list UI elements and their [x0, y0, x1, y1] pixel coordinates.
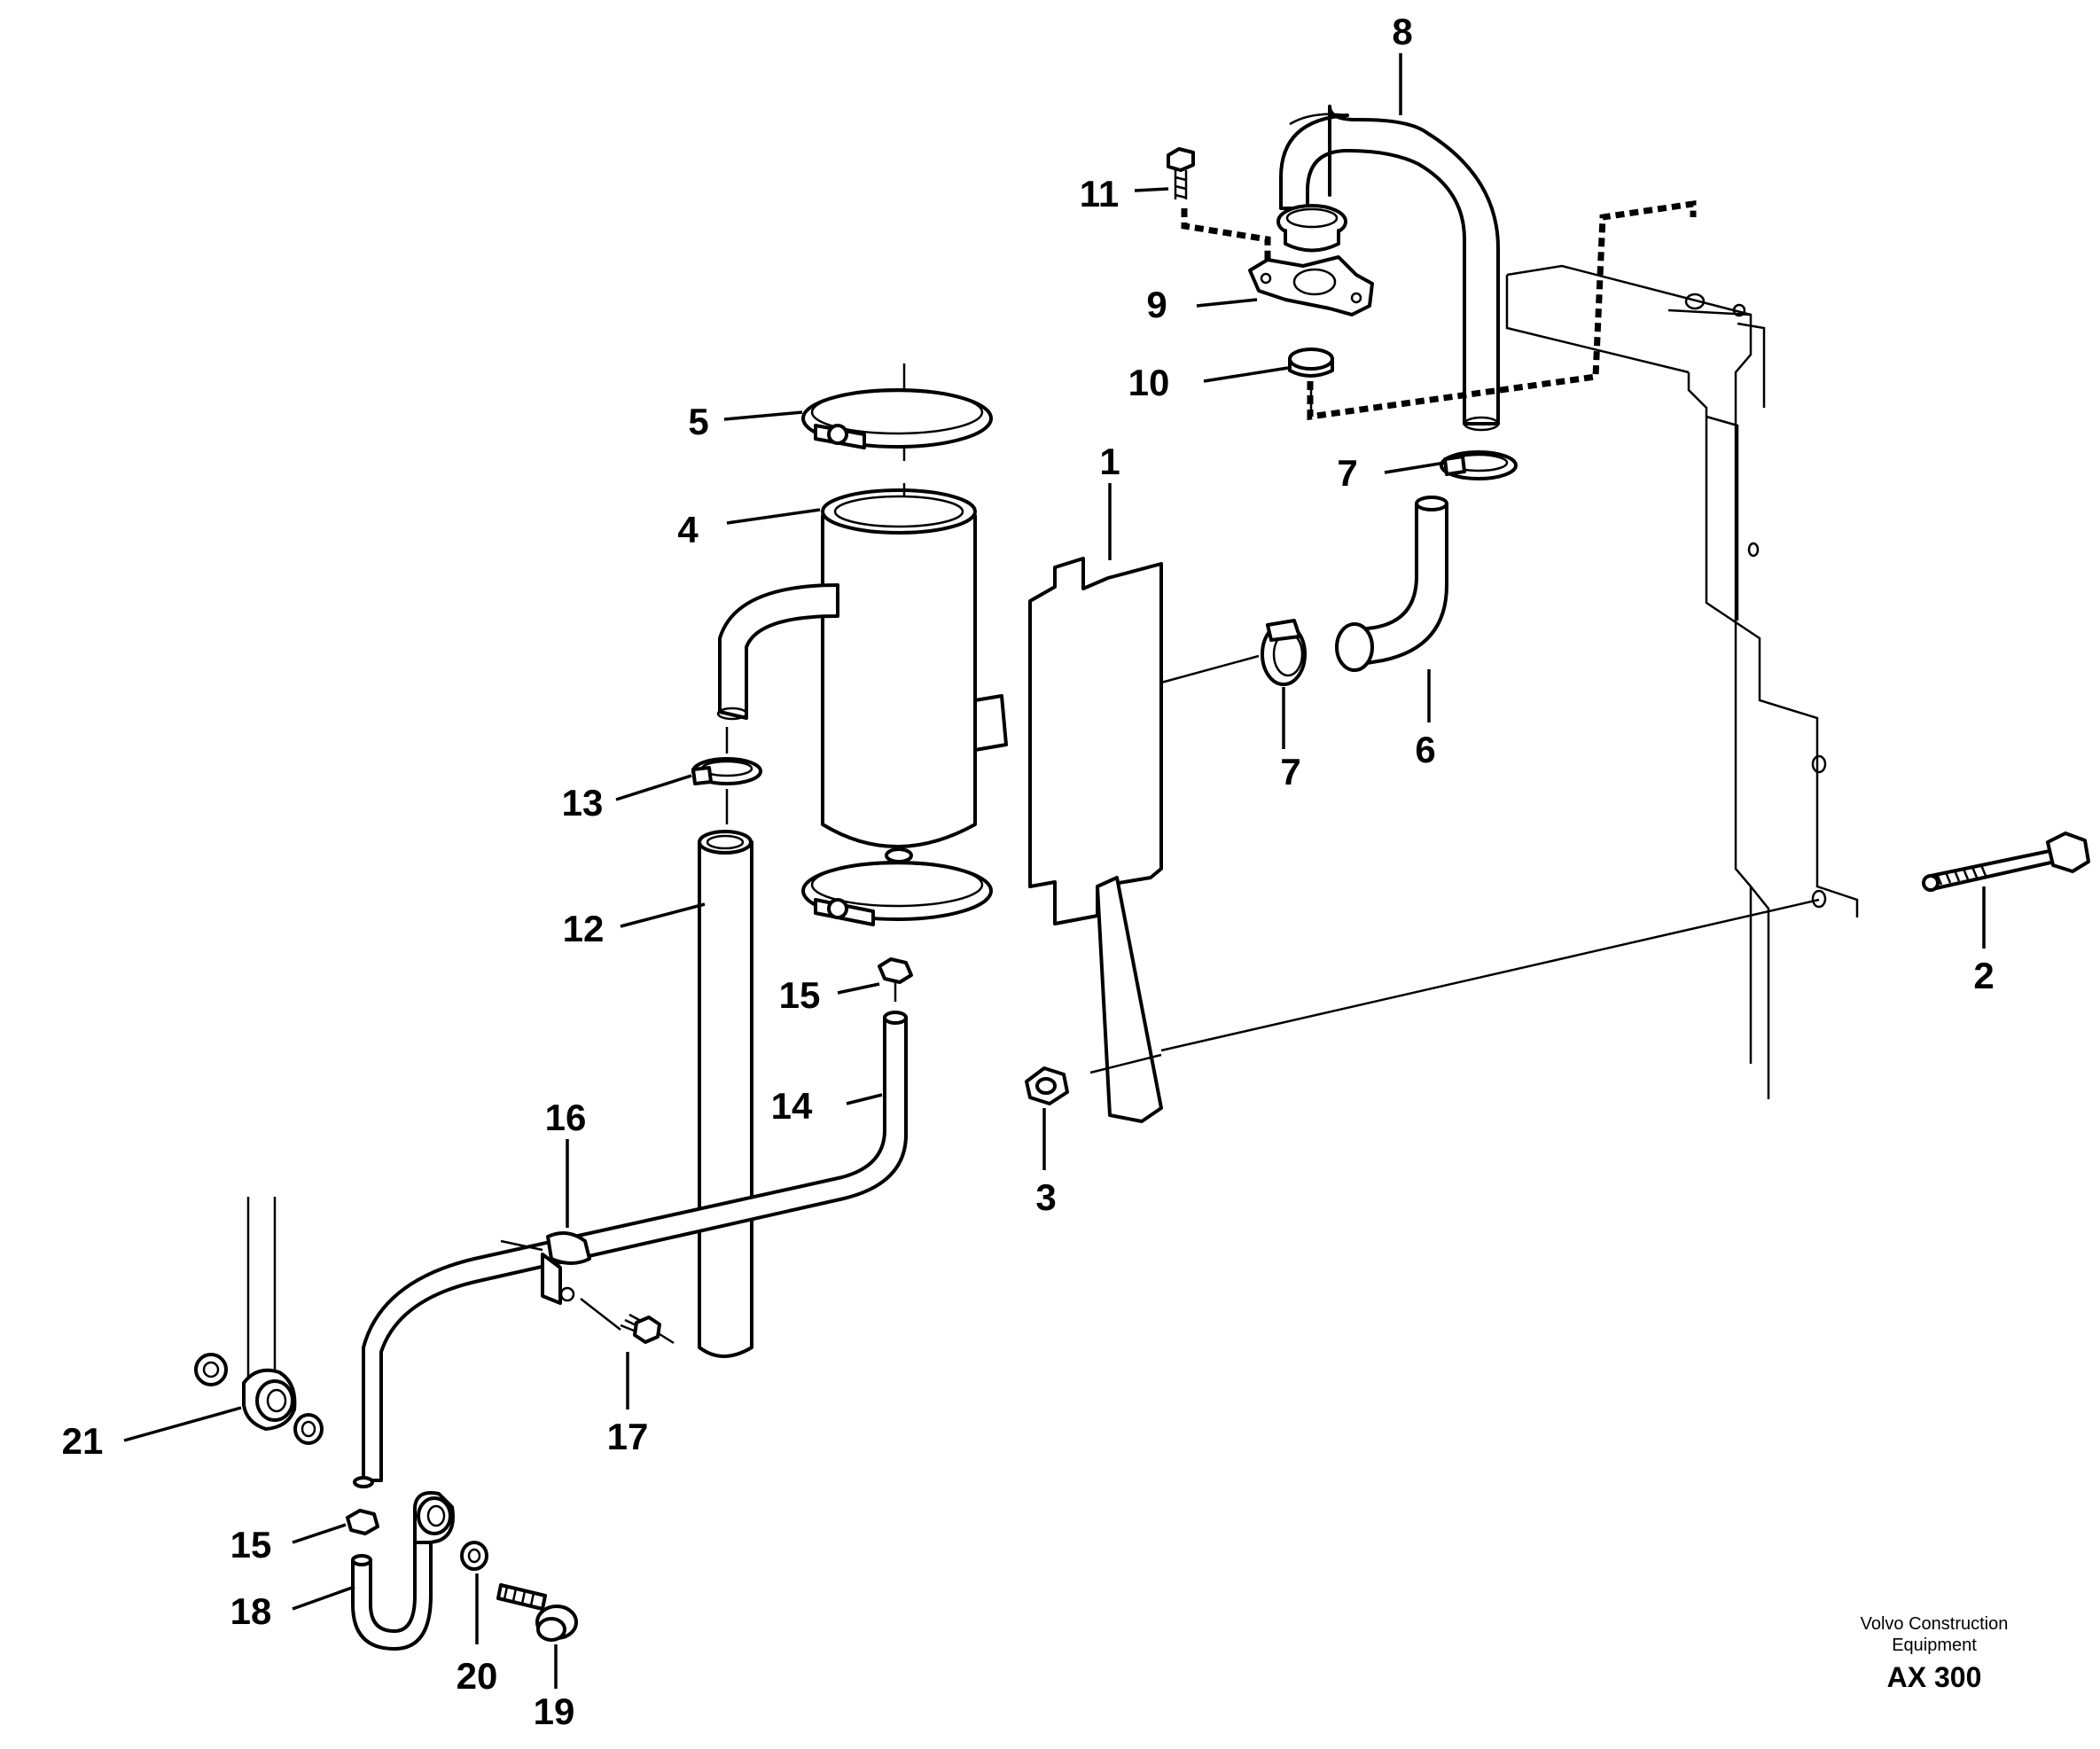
callout-16: 16 [545, 1097, 587, 1138]
engine-block [1505, 264, 1859, 1099]
callout-10: 10 [1128, 362, 1170, 403]
banjo-bolt [496, 1583, 578, 1642]
callout-4: 4 [677, 509, 699, 550]
large-hose-clamp-bottom [801, 861, 993, 926]
large-hose-clamp-top [801, 388, 993, 449]
elbow-hose [1335, 496, 1448, 672]
callout-12: 12 [563, 908, 605, 949]
diagram-code: AX 300 [1887, 1661, 1982, 1693]
callout-1: 1 [1099, 441, 1120, 482]
callout-17: 17 [607, 1416, 649, 1457]
publisher-caption: Volvo Construction Equipment AX 300 [1861, 1614, 2009, 1693]
caption-line-2: Equipment [1892, 1636, 1977, 1655]
union-nut-upper [878, 957, 913, 1002]
callout-6: 6 [1415, 729, 1435, 770]
callout-2: 2 [1973, 955, 1994, 996]
callout-19: 19 [534, 1690, 575, 1732]
u-hose [351, 1541, 433, 1651]
callout-14: 14 [771, 1085, 813, 1127]
callout-7-upper: 7 [1337, 452, 1357, 494]
assembly-dash-lines [1181, 199, 1697, 421]
clip-screw [620, 1313, 675, 1345]
small-hose-clamp-side [1261, 619, 1307, 686]
banjo-fitting [413, 1491, 455, 1544]
callout-8: 8 [1392, 11, 1412, 52]
pipe-clip [500, 1231, 621, 1331]
vertical-tube [698, 830, 753, 1358]
flange-nut [1025, 1066, 1069, 1105]
callout-labels: 1 2 3 4 5 6 7 7 8 9 10 11 12 13 14 15 15… [62, 11, 1995, 1732]
callout-21: 21 [62, 1420, 104, 1462]
oil-separator-cylinder [716, 363, 1008, 886]
seal-ring [1288, 347, 1334, 412]
tube-clamp [691, 727, 762, 824]
callout-3: 3 [1035, 1176, 1056, 1218]
caption-line-1: Volvo Construction [1861, 1614, 2009, 1634]
leader-lines [123, 53, 1986, 1689]
callout-18: 18 [230, 1590, 272, 1632]
callout-11: 11 [1080, 173, 1119, 215]
callout-9: 9 [1146, 284, 1167, 325]
callout-5: 5 [688, 401, 708, 442]
sealing-washer [460, 1541, 488, 1571]
small-hose-clamp-upper [1440, 450, 1518, 480]
callout-15-upper: 15 [779, 974, 821, 1016]
callout-13: 13 [562, 782, 604, 824]
union-nut-lower [346, 1476, 379, 1535]
flange-screw [1167, 147, 1195, 199]
hex-bolt [1922, 832, 2090, 892]
callout-20: 20 [457, 1655, 498, 1697]
callout-7-side: 7 [1280, 751, 1300, 793]
flange-plate [1248, 255, 1374, 316]
drain-pipe [362, 1011, 908, 1482]
banjo-fitting-21 [194, 1197, 324, 1445]
callout-15-lower: 15 [230, 1524, 272, 1566]
mounting-bracket [1028, 557, 1820, 1123]
